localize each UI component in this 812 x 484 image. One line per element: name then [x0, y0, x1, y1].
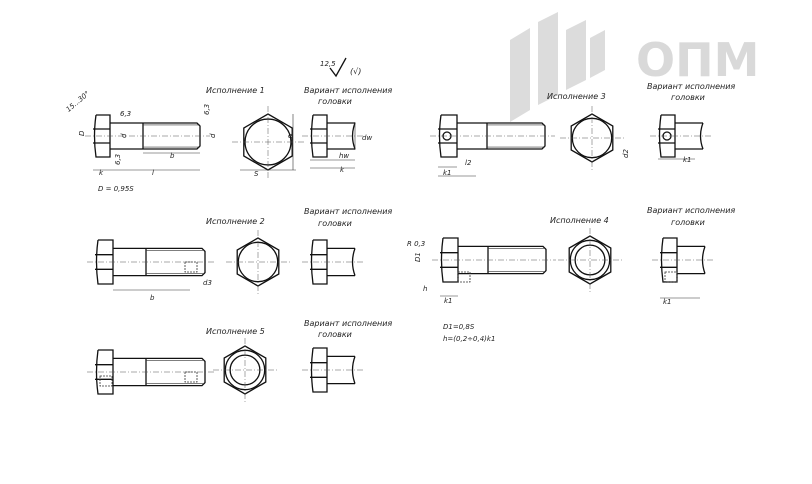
dim-k: k [99, 169, 104, 177]
variant1-head [310, 114, 328, 158]
section5-title: Исполнение 5 [206, 327, 265, 336]
section5-variant-2: головки [318, 330, 352, 339]
variant3-shank [675, 122, 704, 150]
dim-D: D [78, 130, 86, 136]
dim-l: l [152, 169, 154, 177]
dim-b: b [170, 152, 175, 160]
variant3-hole [662, 131, 672, 141]
section1-title: Исполнение 1 [206, 86, 265, 95]
dim-k1-variant3: k1 [683, 156, 692, 164]
section2-variant-2: головки [318, 219, 352, 228]
bolt2-head [95, 239, 114, 285]
dim-l2: l2 [465, 159, 472, 167]
dim-d2: d2 [622, 149, 630, 158]
bolt1-thread [143, 124, 200, 148]
dim-dw: dw [362, 134, 372, 142]
hatch-0 [184, 261, 198, 273]
section3-variant-2: головки [671, 93, 705, 102]
rough-label-2: 6,3 [114, 154, 122, 165]
bolt4-thread [488, 248, 546, 272]
bolt5-thread [146, 360, 205, 384]
dim-h: h [423, 285, 427, 293]
bolt1-head [93, 114, 111, 158]
hatch-1 [184, 371, 198, 383]
section5-variant-1: Вариант исполнения [304, 319, 392, 328]
dim-k1: k1 [443, 169, 452, 177]
hatch-2 [99, 375, 113, 387]
dim-D1: D1 [414, 252, 422, 262]
hex4-inner-circle [574, 244, 606, 276]
bolt3-head [438, 114, 458, 158]
section2-variant-1: Вариант исполнения [304, 207, 392, 216]
variant3-head [658, 114, 676, 158]
dim-b2: b [150, 294, 155, 302]
hatch-4 [664, 271, 678, 283]
section1-variant-1: Вариант исполнения [304, 86, 392, 95]
variant2-head [310, 239, 328, 285]
hatch-3 [457, 271, 471, 283]
dim-k2: k [340, 166, 345, 174]
section2-title: Исполнение 2 [206, 217, 265, 226]
formula-D1: D1=0,8S [443, 323, 475, 331]
section1-variant-2: головки [318, 97, 352, 106]
dimension-lines [93, 114, 700, 299]
section3-variant-1: Вариант исполнения [647, 82, 735, 91]
dim-k1-variant4: k1 [663, 298, 672, 306]
angle-label: 15...30° [65, 90, 92, 114]
section3-title: Исполнение 3 [547, 92, 606, 101]
bolt3-hole [442, 131, 452, 141]
variant5-head [310, 347, 328, 393]
dim-k1-4: k1 [444, 297, 453, 305]
dim-S: S [254, 170, 259, 178]
bolt3-thread [487, 124, 545, 148]
logo-text: ОПМ [636, 33, 759, 87]
section4-variant-2: головки [671, 218, 705, 227]
roughness-value: 12,5 [320, 60, 336, 68]
formula-D: D = 0,95S [98, 185, 134, 193]
roughness-check-icon [329, 57, 347, 78]
hex3-axes [560, 106, 624, 170]
hex1-axes [232, 106, 304, 178]
dim-d3: d3 [203, 279, 212, 287]
variant5-shank [327, 355, 356, 385]
variant2-shank [327, 247, 356, 277]
hex2-axes [226, 230, 290, 294]
dim-d: d [209, 133, 217, 138]
section4-variant-1: Вариант исполнения [647, 206, 735, 215]
bolt2-thread [146, 250, 205, 274]
rough-label-3: 6,3 [203, 104, 211, 115]
section4-title: Исполнение 4 [550, 216, 609, 225]
dim-d1: d [120, 133, 128, 138]
dim-hw: hw [339, 152, 349, 160]
rough-label-1: 6,3 [120, 110, 131, 118]
variant4-shank [677, 245, 706, 275]
bolt5-head [95, 349, 114, 395]
hex4-axes [558, 228, 622, 292]
dim-R: R 0,3 [407, 240, 425, 248]
variant1-shank [327, 122, 356, 150]
bolt4-head [440, 237, 459, 283]
opm-logo: ОПМ [510, 12, 759, 122]
roughness-bracket: (√) [350, 67, 361, 76]
hex5-inner-circle [229, 354, 261, 386]
formula-h: h=(0,2÷0,4)k1 [443, 335, 495, 343]
hex5-axes [213, 338, 277, 402]
